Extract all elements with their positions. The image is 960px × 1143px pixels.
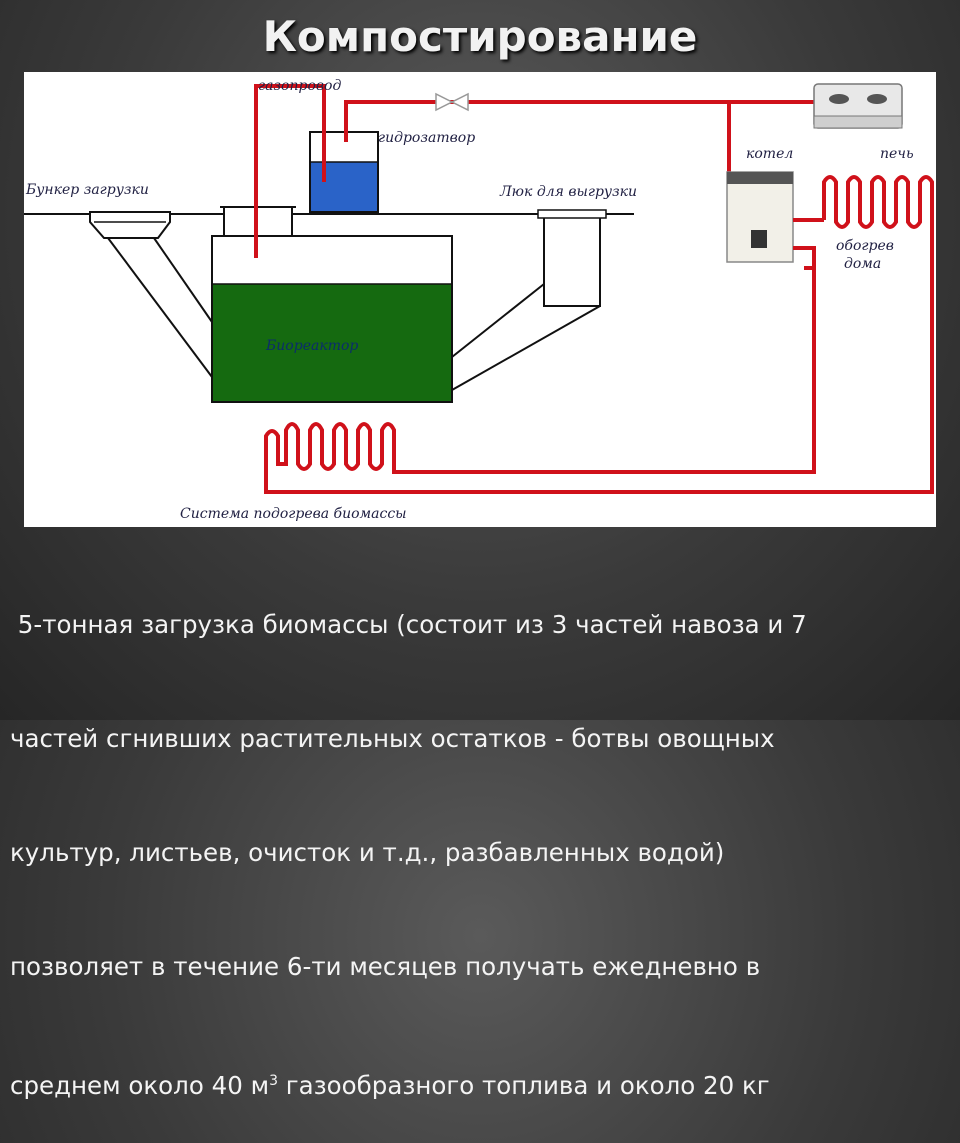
- load-hopper: [89, 211, 213, 378]
- biogas-diagram: газопровод гидрозатвор котел печь Бункер…: [24, 72, 936, 527]
- water-seal-tank: [309, 131, 379, 213]
- label-biomass-heating: Система подогрева биомассы: [180, 506, 407, 522]
- bioreactor-tank: [211, 206, 453, 403]
- valve-icon: [435, 92, 469, 112]
- diagram-svg: газопровод гидрозатвор котел печь Бункер…: [24, 78, 934, 522]
- label-water-seal: гидрозатвор: [378, 130, 475, 146]
- body-line-3: культур, листьев, очисток и т.д., разбав…: [10, 838, 725, 867]
- label-unload-hatch: Люк для выгрузки: [499, 184, 637, 200]
- label-gas-pipe: газопровод: [258, 78, 341, 94]
- unload-hatch: [451, 209, 607, 391]
- stove-icon: [813, 83, 903, 129]
- label-boiler: котел: [746, 146, 793, 162]
- body-text: 5-тонная загрузка биомассы (состоит из 3…: [10, 530, 950, 1143]
- body-line-4: позволяет в течение 6-ти месяцев получат…: [10, 952, 761, 981]
- body-line-1: 5-тонная загрузка биомассы (состоит из 3…: [10, 610, 807, 639]
- gas-pipeline: [254, 84, 819, 258]
- label-house-heating-2: дома: [844, 256, 881, 272]
- biomass-heating-coil: [264, 268, 816, 474]
- body-line-5a: среднем около 40 м: [10, 1071, 270, 1101]
- label-bioreactor: Биореактор: [265, 338, 358, 354]
- boiler-icon: [726, 171, 794, 263]
- house-heating-coil: [264, 175, 934, 494]
- label-load-hopper: Бункер загрузки: [25, 182, 149, 198]
- label-house-heating-1: обогрев: [836, 238, 894, 254]
- cubic-superscript: 3: [269, 1073, 278, 1089]
- slide-title: Компостирование: [262, 12, 698, 61]
- body-line-5b: газообразного топлива и около 20 кг: [277, 1071, 770, 1101]
- body-line-5: среднем около 40 м3 газообразного топлив…: [10, 1062, 950, 1105]
- body-line-2: частей сгнивших растительных остатков - …: [10, 724, 775, 753]
- label-stove: печь: [880, 146, 914, 162]
